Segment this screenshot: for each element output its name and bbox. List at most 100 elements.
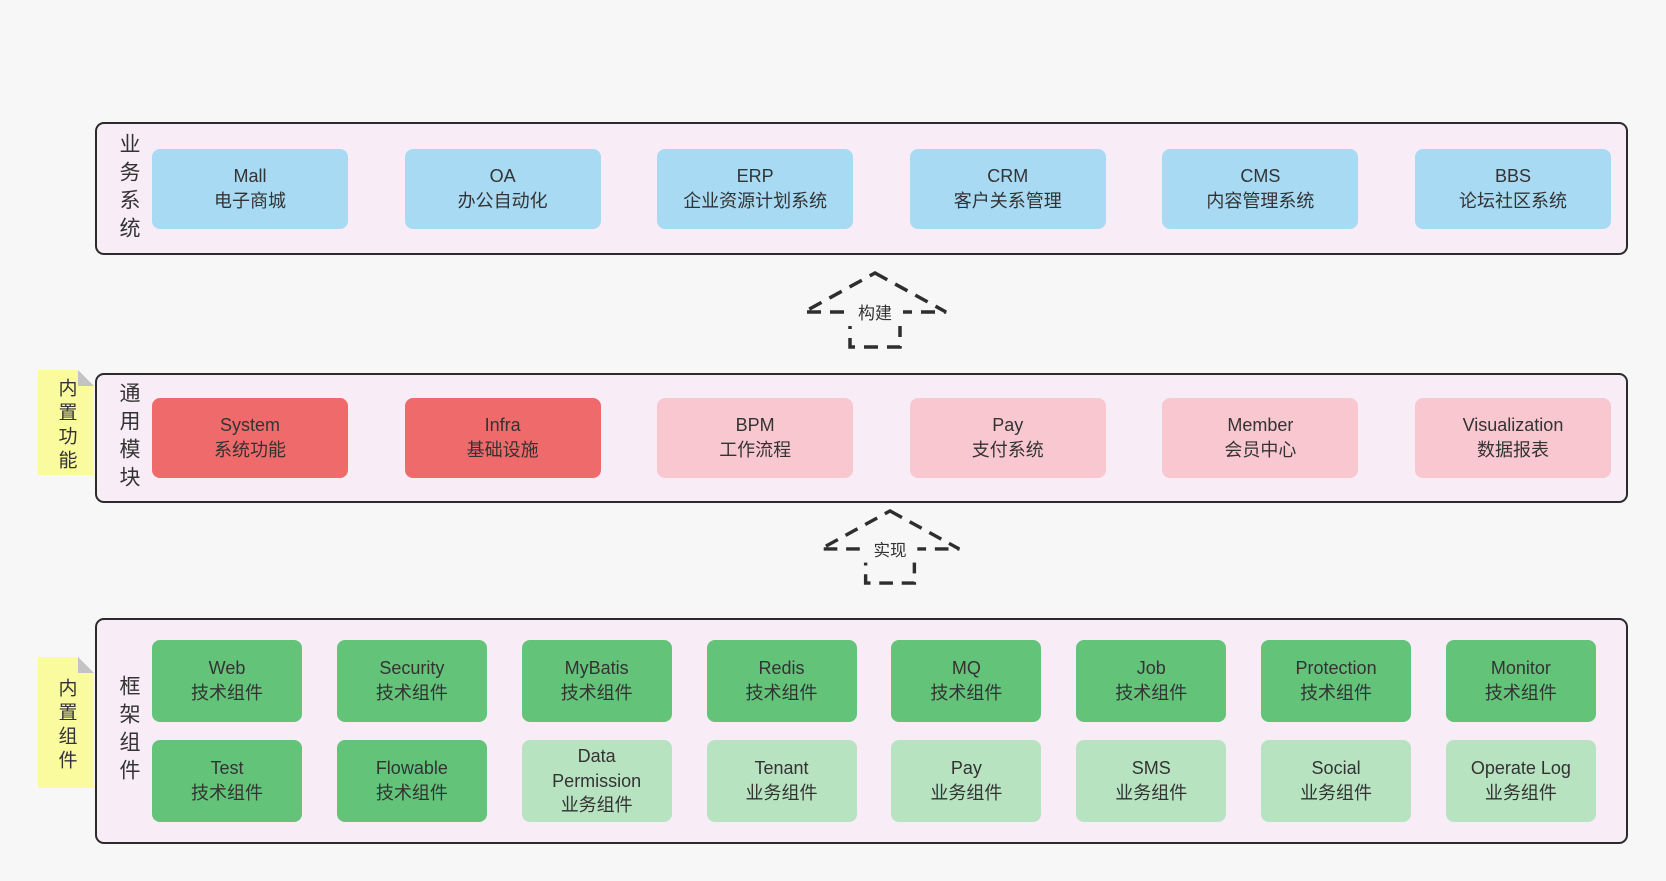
box-tenant: Tenant 业务组件 [706, 740, 857, 822]
box-name: Pay [950, 758, 982, 779]
band-common-modules: 通用模块 System 系统功能 Infra 基础设施 BPM 工作流程 Pay… [95, 373, 1628, 503]
box-name: CMS [1240, 165, 1281, 186]
box-subtitle: 系统功能 [214, 440, 286, 460]
box-subtitle: 技术组件 [930, 683, 1003, 703]
box-subtitle: 数据报表 [1476, 440, 1549, 460]
arrow-implement-label: 实现 [873, 541, 906, 560]
box-name: Job [1136, 658, 1166, 679]
box-subtitle: 客户关系管理 [953, 190, 1062, 211]
band-label-common-modules: 通用模块 [117, 382, 140, 494]
box-subtitle: 工作流程 [719, 440, 792, 460]
box-name: Security [379, 658, 445, 679]
dashed-up-arrow-icon: 实现 [819, 508, 961, 585]
box-operate-log: Operate Log 业务组件 [1445, 740, 1596, 822]
box-subtitle: 技术组件 [1115, 683, 1188, 703]
box-subtitle: 技术组件 [191, 783, 263, 803]
box-name: Infra [484, 415, 521, 436]
box-bpm: BPM 工作流程 [657, 398, 854, 478]
box-oa: OA 办公自动化 [404, 148, 601, 229]
box-name: ERP [736, 165, 774, 186]
box-social: Social 业务组件 [1261, 740, 1412, 822]
box-subtitle: 业务组件 [930, 783, 1003, 803]
components-row-1: Web 技术组件 Security 技术组件 MyBatis 技术组件 Redi… [152, 640, 1596, 722]
box-name: Tenant [754, 758, 809, 779]
components-row-2: Test 技术组件 Flowable 技术组件 Data Permission … [152, 740, 1596, 822]
box-crm: CRM 客户关系管理 [909, 148, 1106, 229]
box-name: Operate Log [1470, 758, 1571, 779]
box-subtitle: 办公自动化 [457, 190, 548, 211]
band-label-framework-components: 框架组件 [117, 675, 140, 787]
box-name: Visualization [1462, 415, 1564, 436]
dashed-up-arrow-icon: 构建 [803, 271, 947, 349]
box-subtitle: 论坛社区系统 [1458, 190, 1567, 211]
box-name: BPM [735, 415, 775, 436]
box-subtitle: 技术组件 [191, 683, 263, 703]
box-name: Member [1227, 415, 1294, 436]
box-redis: Redis 技术组件 [706, 640, 857, 722]
sticky-note-label: 内置功能 [55, 377, 77, 474]
box-name: Redis [758, 658, 805, 679]
box-job: Job 技术组件 [1076, 640, 1227, 722]
box-name: System [219, 415, 280, 436]
box-subtitle: 会员中心 [1224, 440, 1297, 460]
band-components-rows: Web 技术组件 Security 技术组件 MyBatis 技术组件 Redi… [152, 640, 1596, 822]
box-name: Web [208, 658, 246, 679]
box-name: OA [489, 165, 516, 186]
box-name: Mall [233, 165, 267, 186]
box-subtitle: 基础设施 [466, 440, 539, 460]
box-web: Web 技术组件 [152, 640, 302, 722]
box-name: MyBatis [564, 658, 629, 679]
box-protection: Protection 技术组件 [1261, 640, 1412, 722]
box-member: Member 会员中心 [1162, 398, 1359, 478]
band-business-boxes: Mall 电子商城 OA 办公自动化 ERP 企业资源计划系统 CRM 客户关系… [152, 148, 1611, 229]
box-subtitle: 技术组件 [1484, 683, 1557, 703]
box-pay-system: Pay 支付系统 [909, 398, 1106, 478]
box-subtitle: 内容管理系统 [1206, 190, 1315, 211]
box-mybatis: MyBatis 技术组件 [521, 640, 672, 722]
box-name: Monitor [1490, 658, 1551, 679]
box-name: Test [210, 758, 244, 779]
band-label-business-systems: 业务系统 [117, 132, 140, 245]
box-sms: SMS 业务组件 [1076, 740, 1227, 822]
box-system: System 系统功能 [152, 398, 348, 478]
box-subtitle: 支付系统 [971, 440, 1044, 460]
box-subtitle: 技术组件 [745, 683, 818, 703]
box-name: Social [1311, 758, 1361, 779]
box-subtitle: 技术组件 [1300, 683, 1373, 703]
box-data-permission: Data Permission 业务组件 [521, 740, 672, 822]
box-monitor: Monitor 技术组件 [1445, 640, 1596, 722]
sticky-note-built-in-features: 内置功能 [38, 370, 94, 475]
box-subtitle: 企业资源计划系统 [683, 190, 828, 211]
box-name: CRM [987, 165, 1029, 186]
arrow-implement: 实现 [815, 508, 965, 586]
arrow-build: 构建 [800, 270, 950, 350]
box-name: Protection [1295, 658, 1377, 679]
box-subtitle: 技术组件 [560, 683, 633, 703]
box-subtitle: 技术组件 [375, 783, 448, 803]
band-framework-components: 框架组件 Web 技术组件 Security 技术组件 MyBatis 技术组件… [95, 618, 1628, 844]
box-subtitle: 技术组件 [375, 683, 448, 703]
box-name: Data Permission [552, 745, 642, 791]
box-bbs: BBS 论坛社区系统 [1414, 148, 1611, 229]
band-modules-boxes: System 系统功能 Infra 基础设施 BPM 工作流程 Pay 支付系统… [152, 398, 1611, 478]
box-name: Flowable [375, 758, 448, 779]
box-subtitle: 业务组件 [1484, 783, 1557, 803]
box-mq: MQ 技术组件 [891, 640, 1042, 722]
box-flowable: Flowable 技术组件 [336, 740, 487, 822]
box-subtitle: 电子商城 [214, 190, 286, 211]
box-name: MQ [951, 658, 981, 679]
arrow-build-label: 构建 [858, 304, 892, 323]
box-security: Security 技术组件 [336, 640, 487, 722]
band-business-systems: 业务系统 Mall 电子商城 OA 办公自动化 ERP 企业资源计划系统 CRM… [95, 122, 1628, 255]
sticky-note-label: 内置组件 [55, 677, 77, 774]
box-subtitle: 业务组件 [745, 783, 818, 803]
box-name: BBS [1494, 165, 1531, 186]
box-subtitle: 业务组件 [1300, 783, 1373, 803]
box-mall: Mall 电子商城 [152, 148, 348, 229]
box-name: SMS [1131, 758, 1171, 779]
box-pay-component: Pay 业务组件 [891, 740, 1042, 822]
box-cms: CMS 内容管理系统 [1162, 148, 1359, 229]
box-name: Pay [992, 415, 1024, 436]
box-subtitle: 业务组件 [560, 795, 633, 816]
